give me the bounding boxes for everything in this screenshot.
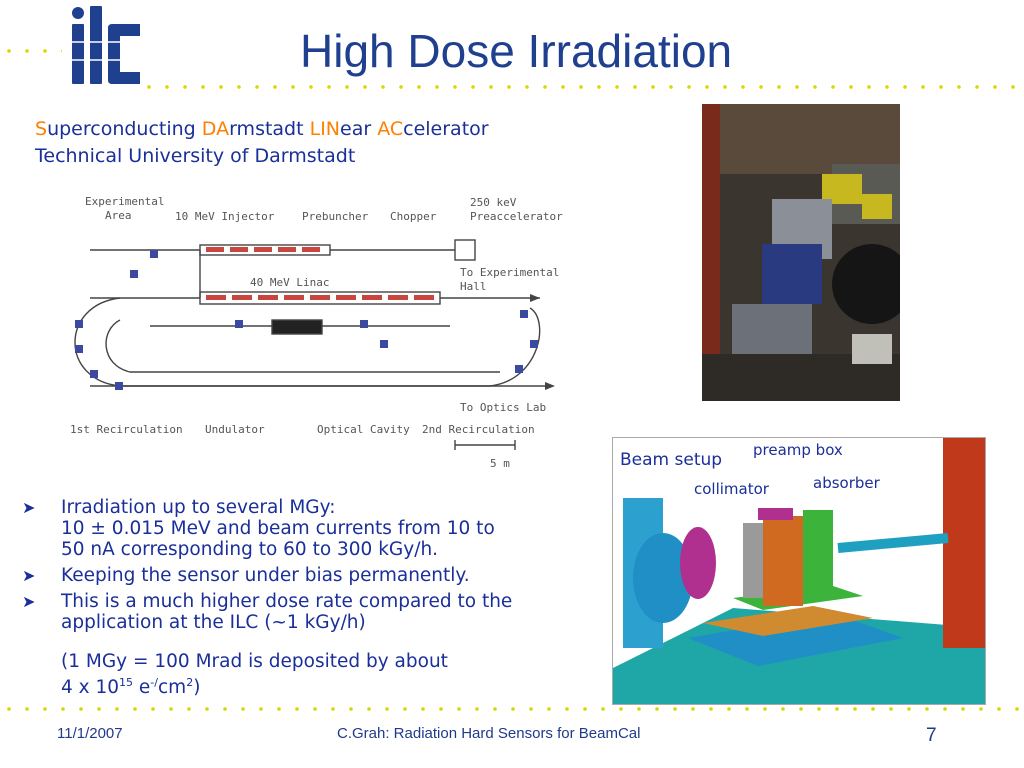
name-part: celerator [403, 118, 489, 140]
label-prebuncher: Prebuncher [302, 210, 369, 223]
note-line: (1 MGy = 100 Mrad is deposited by about [61, 651, 448, 672]
university-name: Technical University of Darmstadt [35, 145, 356, 167]
label-experimental-area-1: Experimental [85, 195, 164, 208]
name-part: uperconducting [47, 118, 202, 140]
label-undulator: Undulator [205, 423, 265, 436]
label-preaccelerator-2: Preaccelerator [470, 210, 563, 223]
acronym-s: S [35, 118, 48, 140]
label-preamp-box: preamp box [753, 441, 843, 459]
slide-title: High Dose Irradiation [300, 25, 733, 77]
label-2nd-recirculation: 2nd Recirculation [422, 423, 535, 436]
bullet-line: 50 nA corresponding to 60 to 300 kGy/h. [61, 539, 439, 560]
page-number: 7 [926, 725, 937, 746]
note-part: cm [157, 677, 187, 699]
arrow-bullet-icon: ➤ [22, 566, 36, 585]
arrow-bullet-icon: ➤ [22, 498, 36, 517]
label-optical-cavity: Optical Cavity [317, 423, 410, 436]
arrow-bullet-icon: ➤ [22, 592, 36, 611]
top-dots [140, 84, 1024, 90]
label-1st-recirculation: 1st Recirculation [70, 423, 183, 436]
label-absorber: absorber [813, 474, 880, 492]
acronym-da: DA [201, 118, 230, 140]
ilc-logo [64, 6, 142, 84]
label-preaccelerator-1: 250 keV [470, 196, 517, 209]
footer-title: C.Grah: Radiation Hard Sensors for BeamC… [337, 725, 641, 742]
label-linac: 40 MeV Linac [250, 276, 329, 289]
footer-date: 11/1/2007 [57, 725, 123, 742]
bullet-item: ➤ Irradiation up to several MGy: 10 ± 0.… [22, 497, 592, 560]
label-optics-lab: To Optics Lab [460, 401, 546, 414]
accelerator-name: Superconducting DArmstadt LINear ACceler… [35, 118, 489, 140]
note-sup: 2 [186, 676, 194, 689]
bottom-dots [0, 706, 1024, 712]
acronym-ac: AC [377, 118, 404, 140]
label-collimator: collimator [694, 480, 769, 498]
acronym-lin: LIN [309, 118, 341, 140]
accelerator-layout-diagram: Experimental Area 10 MeV Injector Prebun… [70, 195, 563, 470]
label-exp-hall-1: To Experimental [460, 266, 559, 279]
note-part: ) [193, 677, 201, 699]
dose-note: (1 MGy = 100 Mrad is deposited by about … [61, 651, 448, 698]
note-sup: -/ [150, 676, 158, 689]
bullet-line: application at the ILC (~1 kGy/h) [61, 612, 366, 633]
top-left-dots [0, 48, 62, 54]
bullet-line: Keeping the sensor under bias permanentl… [61, 565, 470, 586]
bullet-line: Irradiation up to several MGy: [61, 497, 336, 518]
note-line: 4 x 1015 e-/cm2) [61, 672, 448, 698]
note-sup: 15 [119, 676, 134, 689]
beam-setup-figure: Beam setup preamp box absorber collimato… [612, 437, 986, 705]
note-part: e [133, 677, 151, 699]
name-part: ear [340, 118, 378, 140]
bullet-item: ➤ Keeping the sensor under bias permanen… [22, 565, 592, 586]
lab-photo [702, 104, 900, 401]
bullet-item: ➤ This is a much higher dose rate compar… [22, 591, 592, 633]
bullet-line: 10 ± 0.015 MeV and beam currents from 10… [61, 518, 495, 539]
label-scale: 5 m [490, 457, 510, 470]
label-experimental-area-2: Area [105, 209, 132, 222]
label-chopper: Chopper [390, 210, 437, 223]
bullet-list: ➤ Irradiation up to several MGy: 10 ± 0.… [22, 497, 592, 638]
label-beam-setup: Beam setup [620, 450, 723, 470]
label-injector: 10 MeV Injector [175, 210, 275, 223]
name-part: rmstadt [229, 118, 310, 140]
bullet-line: This is a much higher dose rate compared… [61, 591, 513, 612]
note-part: 4 x 10 [61, 677, 120, 699]
label-exp-hall-2: Hall [460, 280, 487, 293]
